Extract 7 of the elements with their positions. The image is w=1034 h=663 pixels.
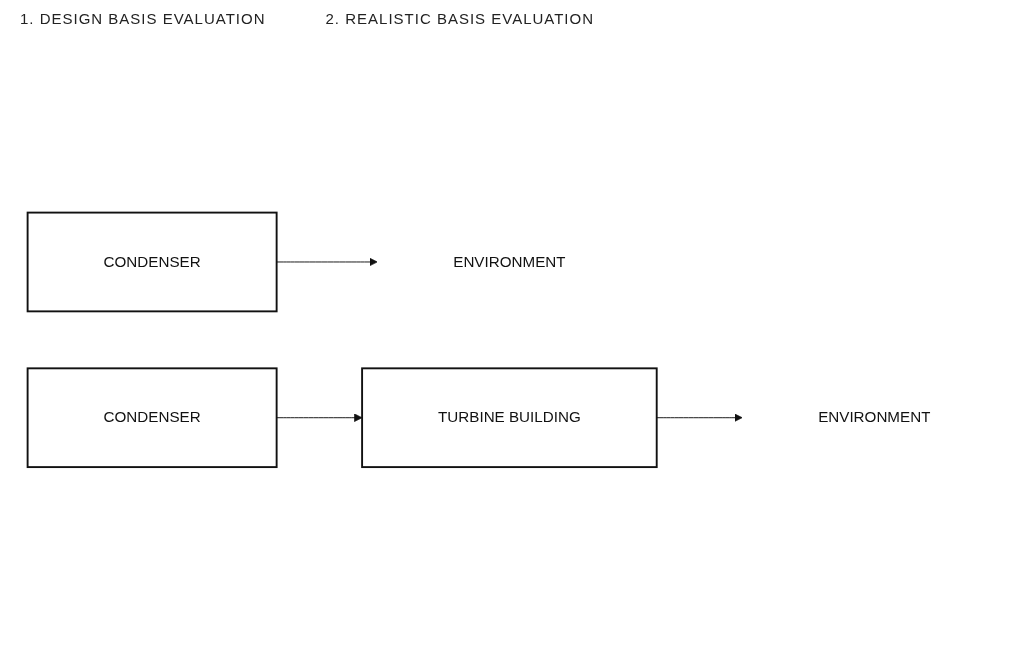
node-text: ENVIRONMENT (818, 409, 931, 426)
node-text: ENVIRONMENT (453, 253, 566, 270)
node-box: TURBINE BUILDING (361, 367, 658, 469)
node-box: CONDENSER (26, 367, 278, 469)
section-heading: 2. REALISTIC BASIS EVALUATION (325, 10, 595, 27)
node-box: CONDENSER (26, 211, 278, 313)
section-heading: 1. DESIGN BASIS EVALUATION (20, 10, 266, 27)
